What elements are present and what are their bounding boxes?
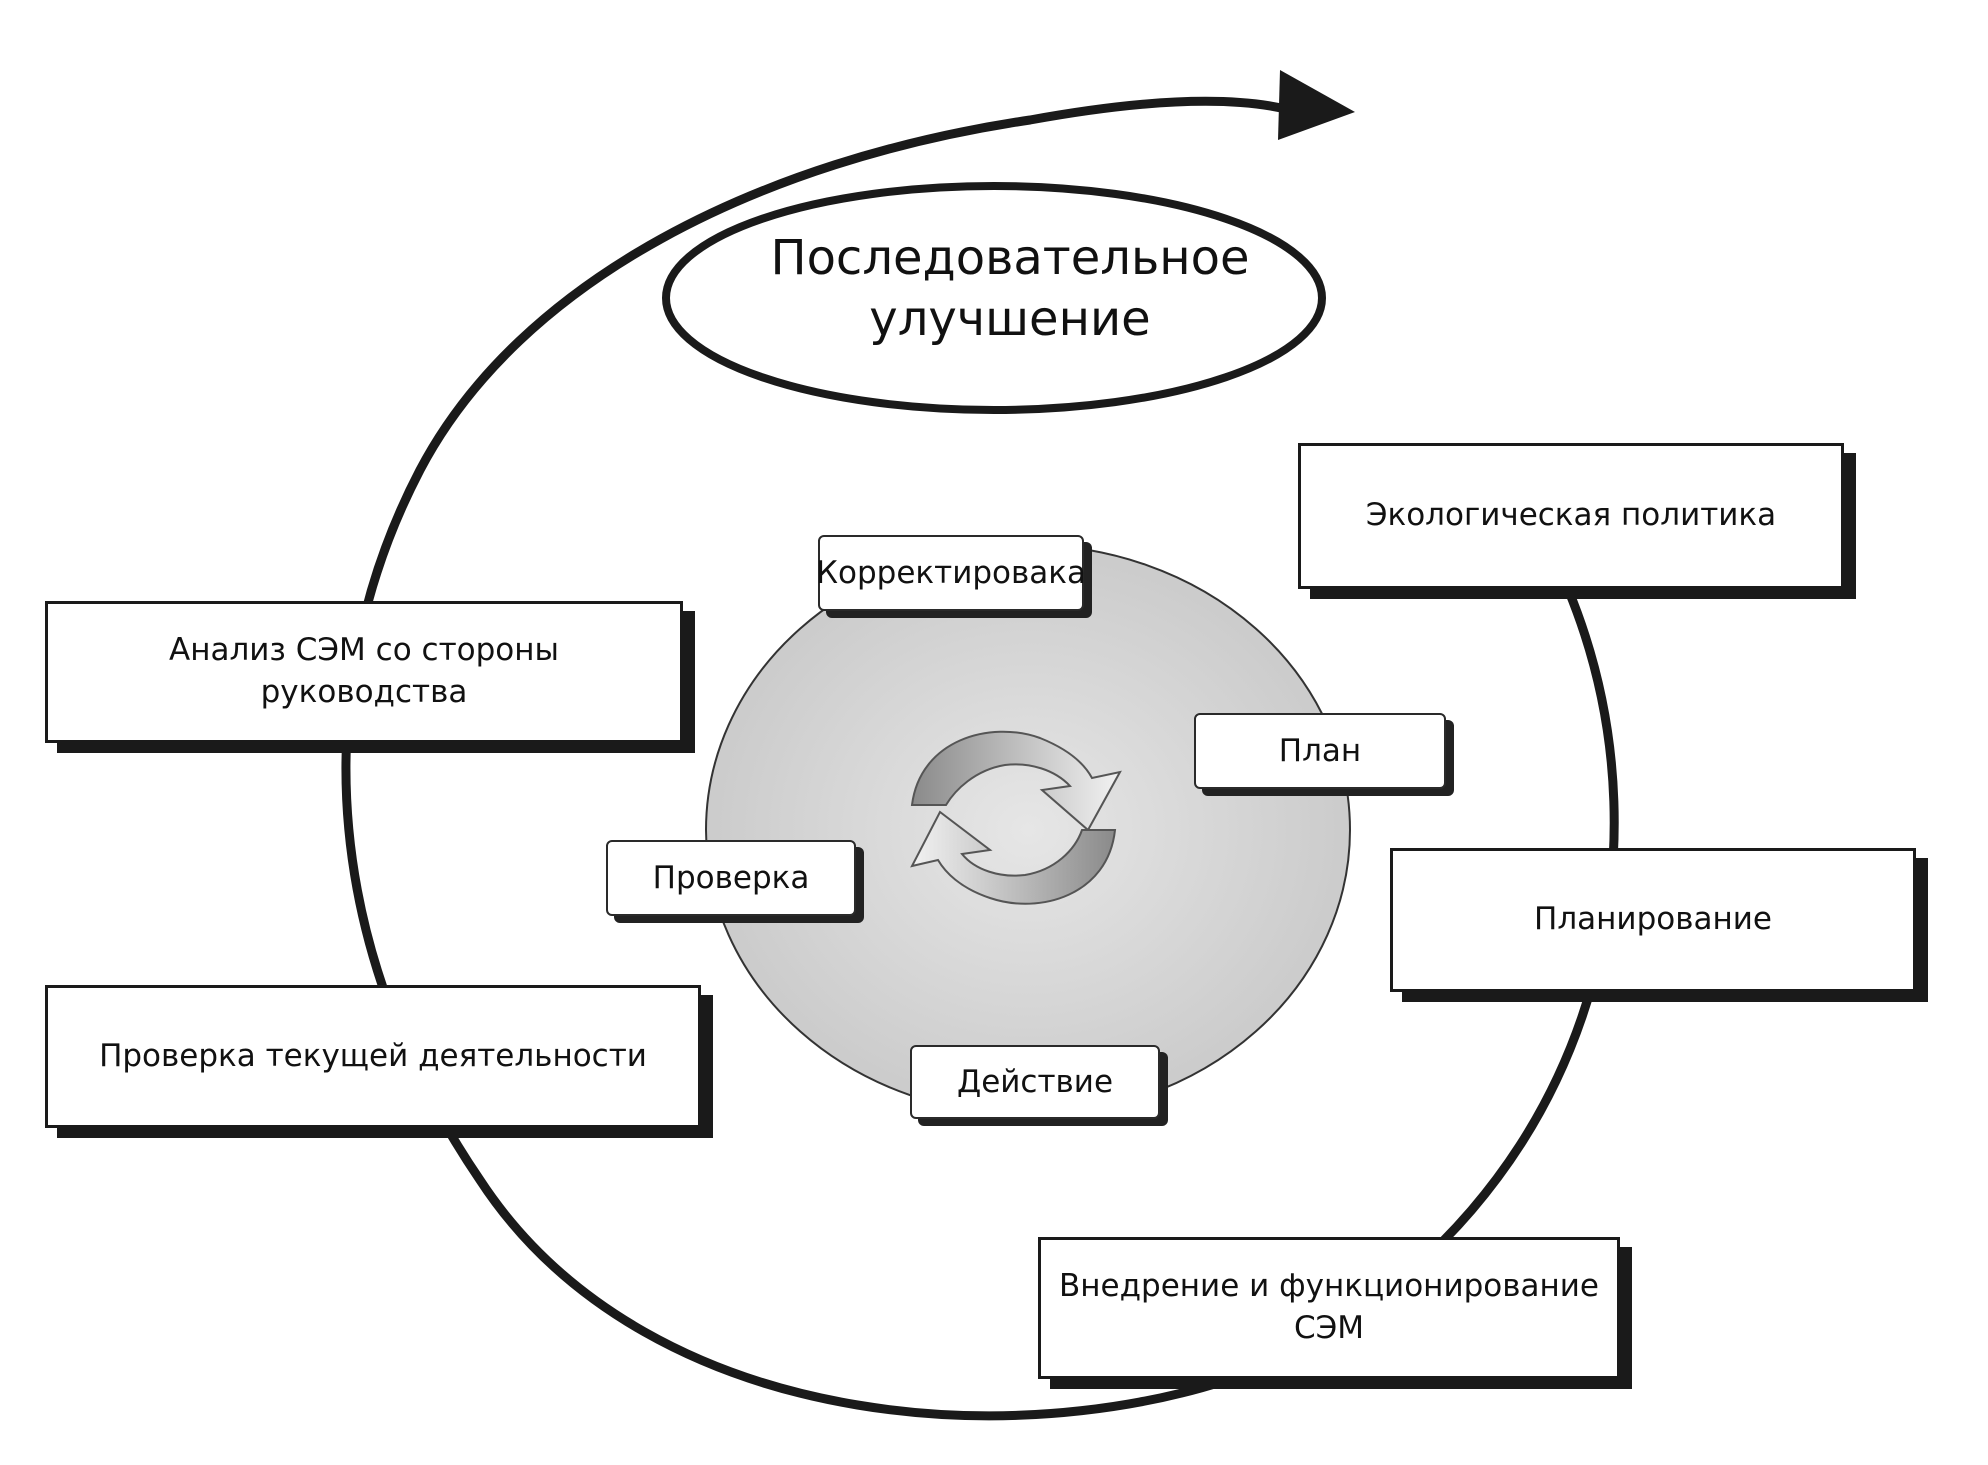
box-implementation-label: Внедрение и функционирование СЭМ [1058, 1268, 1599, 1346]
tag-act: Корректировака [816, 535, 1086, 611]
box-implementation: Внедрение и функционирование СЭМ [1038, 1237, 1620, 1379]
box-environmental-policy-label: Экологическая политика [1365, 497, 1777, 534]
title-ellipse [662, 182, 1326, 414]
box-management-review-label: Анализ СЭМ со стороны руководства [169, 632, 559, 710]
box-planning: Планирование [1390, 848, 1916, 992]
tag-check: Проверка [606, 840, 856, 916]
tag-plan-label: План [1278, 733, 1362, 769]
title-continuous-improvement: Последовательное улучшение [700, 228, 1320, 351]
arrowhead-right-icon [1278, 70, 1355, 140]
box-environmental-policy: Экологическая политика [1298, 443, 1844, 589]
inner-circle [705, 544, 1351, 1116]
tag-do-label: Действие [956, 1064, 1114, 1100]
title-line-2: улучшение [869, 291, 1151, 348]
tag-act-label: Корректировака [816, 555, 1086, 591]
box-management-review: Анализ СЭМ со стороны руководства [45, 601, 683, 743]
box-checking: Проверка текущей деятельности [45, 985, 701, 1128]
box-checking-label: Проверка текущей деятельности [99, 1037, 647, 1074]
tag-plan: План [1194, 713, 1446, 789]
box-planning-label: Планирование [1534, 901, 1772, 938]
title-line-1: Последовательное [770, 230, 1250, 286]
circular-arrows-icon [910, 730, 1122, 905]
tag-do: Действие [910, 1045, 1160, 1119]
tag-check-label: Проверка [652, 860, 810, 896]
